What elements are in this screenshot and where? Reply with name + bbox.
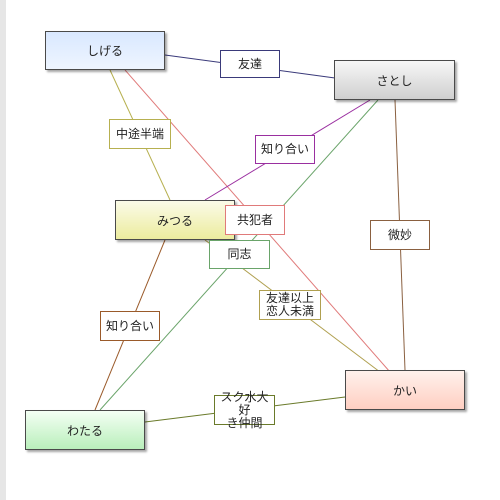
edge-label-tomodachi-ijo[interactable]: 友達以上 恋人未満: [259, 290, 321, 320]
edge-label-doshi[interactable]: 同志: [209, 240, 270, 269]
node-satoshi[interactable]: さとし: [334, 60, 455, 100]
edge-label-bimyo[interactable]: 微妙: [370, 220, 430, 250]
node-kai[interactable]: かい: [345, 370, 465, 410]
edge-label-kyohansha[interactable]: 共犯者: [225, 205, 285, 235]
node-shigeru[interactable]: しげる: [45, 31, 165, 70]
node-label: しげる: [86, 44, 123, 58]
node-label: みつる: [156, 213, 193, 228]
node-label: わたる: [66, 423, 103, 438]
left-scrollbar-edge: [0, 0, 6, 500]
edge-label-shiriai-brown[interactable]: 知り合い: [100, 311, 160, 341]
edge-label-chuto-hanpa[interactable]: 中途半端: [109, 119, 171, 149]
edge-label-suki[interactable]: スク水大好 き仲間: [214, 390, 275, 429]
node-mitsuru[interactable]: みつる: [115, 200, 235, 240]
node-label: かい: [392, 383, 417, 398]
node-wataru[interactable]: わたる: [25, 410, 145, 450]
edge-label-shiriai-purple[interactable]: 知り合い: [255, 135, 315, 164]
node-label: さとし: [376, 73, 413, 88]
edge-label-tomodachi[interactable]: 友達: [220, 50, 280, 78]
